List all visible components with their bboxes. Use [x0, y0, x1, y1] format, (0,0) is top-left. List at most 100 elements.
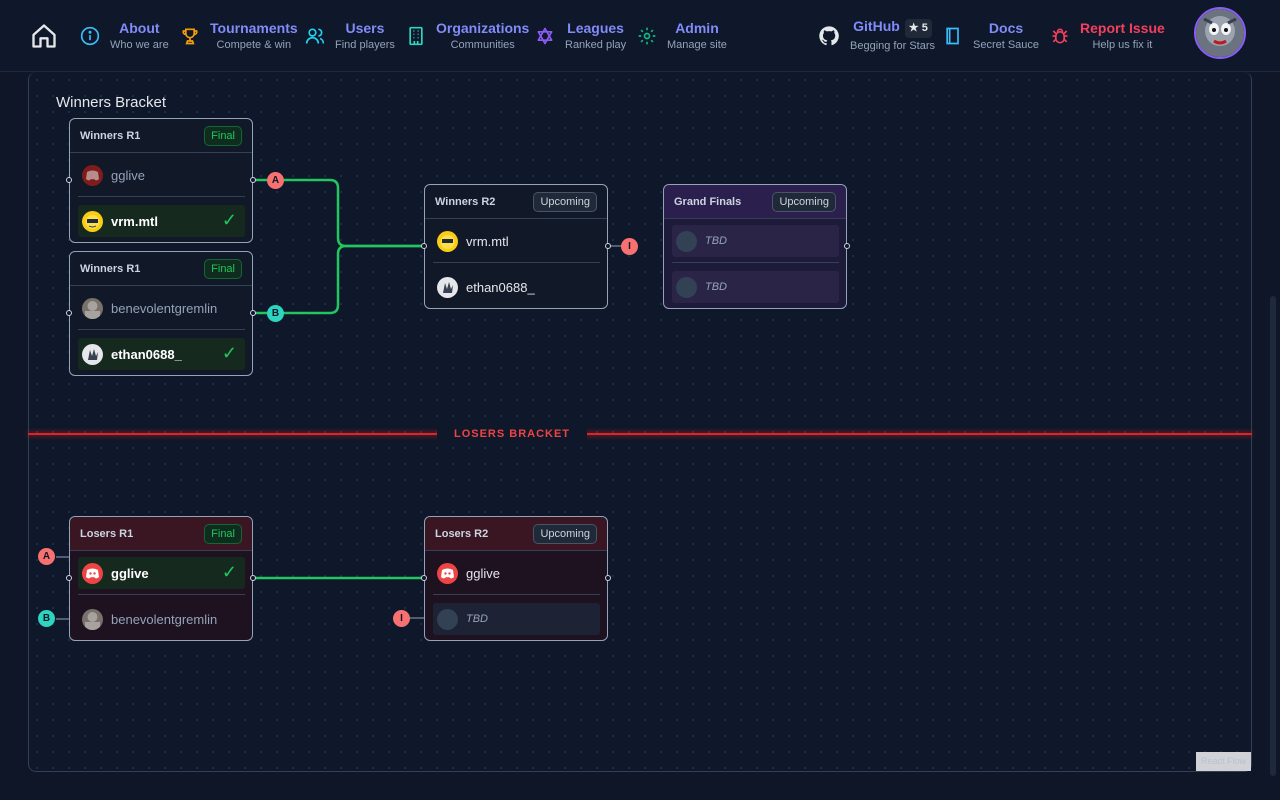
status-badge: Final — [204, 523, 242, 544]
nav-admin-sub: Manage site — [667, 38, 727, 51]
output-handle[interactable] — [250, 310, 256, 316]
home-icon[interactable] — [30, 22, 58, 50]
player-slot-tbd[interactable]: TBD — [672, 225, 839, 257]
player-slot-winner[interactable]: vrm.mtl ✓ — [78, 205, 245, 237]
player-slot-winner[interactable]: ethan0688_✓ — [78, 338, 245, 370]
match-header: Losers R2 Upcoming — [425, 517, 607, 551]
player-slot[interactable]: ethan0688_ — [433, 271, 600, 303]
output-handle[interactable] — [605, 575, 611, 581]
player-slot-tbd[interactable]: TBD — [433, 603, 600, 635]
placeholder-avatar — [676, 276, 697, 298]
match-title: Winners R2 — [435, 195, 496, 208]
input-handle[interactable] — [421, 243, 427, 249]
player-slot-winner[interactable]: gglive✓ — [78, 557, 245, 589]
connector-marker-a[interactable]: A — [267, 172, 284, 189]
star-of-david-icon — [537, 27, 553, 45]
status-badge: Final — [204, 258, 242, 279]
discord-avatar — [82, 164, 103, 186]
nav-tournaments-sub: Compete & win — [216, 38, 292, 51]
player-avatar — [82, 297, 103, 319]
connector-w1b-w2 — [253, 244, 424, 315]
player-name: TBD — [466, 613, 488, 625]
nav-users-label: Users — [345, 19, 385, 36]
output-handle[interactable] — [605, 243, 611, 249]
input-handle[interactable] — [421, 575, 427, 581]
player-slot[interactable]: benevolentgremlin — [78, 292, 245, 324]
player-name: benevolentgremlin — [111, 300, 218, 316]
input-handle[interactable] — [66, 310, 72, 316]
nav-report-sub: Help us fix it — [1092, 38, 1153, 51]
player-slot[interactable]: benevolentgremlin — [78, 603, 245, 635]
player-slot-tbd[interactable]: TBD — [672, 271, 839, 303]
nav-admin-label: Admin — [675, 19, 719, 36]
nav-organizations-label: Organizations — [436, 19, 530, 36]
output-handle[interactable] — [250, 575, 256, 581]
slot-divider — [78, 196, 245, 197]
losers-bracket-label: LOSERS BRACKET — [437, 424, 587, 444]
player-avatar — [82, 210, 103, 232]
trophy-icon — [182, 28, 198, 45]
nav-tournaments-label: Tournaments — [210, 19, 298, 36]
input-handle[interactable] — [66, 575, 72, 581]
slot-divider — [78, 594, 245, 595]
player-slot[interactable]: vrm.mtl — [433, 225, 600, 257]
slot-divider — [672, 262, 839, 263]
player-avatar — [82, 608, 103, 630]
slot-divider — [78, 329, 245, 330]
player-slot[interactable]: gglive — [78, 159, 245, 191]
nav-github-sub: Begging for Stars — [850, 40, 935, 52]
match-title: Losers R2 — [435, 527, 489, 540]
vertical-scrollbar[interactable] — [1270, 296, 1276, 776]
player-name: vrm.mtl — [111, 213, 158, 229]
nav-about-sub: Who we are — [110, 38, 169, 51]
input-handle[interactable] — [66, 177, 72, 183]
output-handle[interactable] — [250, 177, 256, 183]
status-badge: Upcoming — [533, 523, 597, 544]
nav-organizations-sub: Communities — [450, 38, 515, 51]
match-title: Winners R1 — [80, 262, 141, 275]
connector-marker-b[interactable]: B — [38, 610, 55, 627]
github-icon — [819, 26, 839, 46]
match-losers-r2[interactable]: Losers R2 Upcoming gglive TBD — [421, 516, 611, 641]
react-flow-attribution[interactable]: React Flow — [1196, 752, 1251, 771]
connector-marker-i[interactable]: I — [393, 610, 410, 627]
connector-w1a-w2 — [253, 178, 424, 248]
player-slot[interactable]: gglive — [433, 557, 600, 589]
connector-marker-a[interactable]: A — [38, 548, 55, 565]
match-winners-r1-b[interactable]: Winners R1 Final benevolentgremlin ethan0… — [66, 251, 256, 376]
winner-check-icon: ✓ — [221, 343, 237, 363]
connector-marker-b[interactable]: B — [267, 305, 284, 322]
player-name: ethan0688_ — [466, 279, 535, 295]
book-icon — [946, 27, 959, 45]
player-name: gglive — [466, 565, 500, 581]
github-star-count: ★ 5 — [904, 19, 932, 38]
nav-leagues-label: Leagues — [567, 19, 624, 36]
winner-check-icon: ✓ — [221, 210, 237, 230]
gear-icon — [638, 27, 656, 45]
status-badge: Final — [204, 125, 242, 146]
nav-users-sub: Find players — [335, 38, 395, 51]
output-handle[interactable] — [844, 243, 850, 249]
user-avatar[interactable] — [1194, 7, 1246, 59]
connector-marker-i[interactable]: I — [621, 238, 638, 255]
nav-github[interactable]: GitHub★ 5 Begging for Stars — [818, 14, 935, 58]
status-badge: Upcoming — [772, 191, 836, 212]
github-label-text: GitHub — [853, 18, 900, 34]
placeholder-avatar — [437, 608, 458, 630]
